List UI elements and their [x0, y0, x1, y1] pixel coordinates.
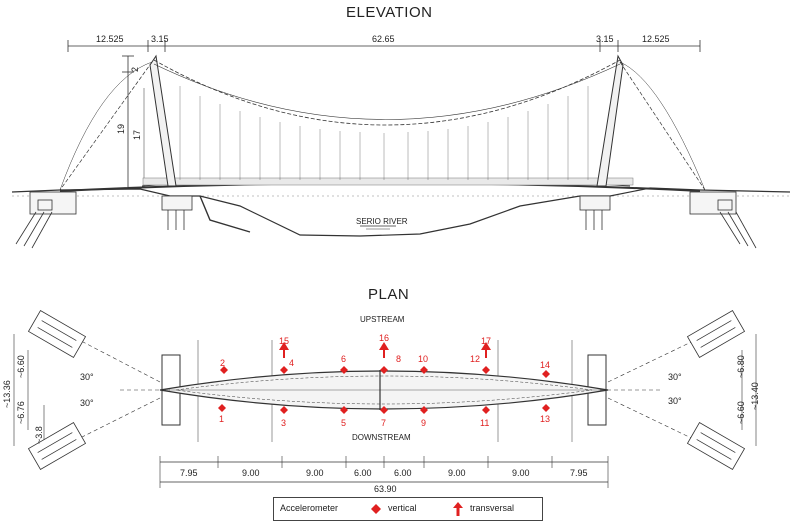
sensor-label-3: 3	[281, 418, 286, 428]
downstream-label: DOWNSTREAM	[352, 433, 411, 442]
dim-elev-5: 12.525	[642, 34, 670, 44]
sensor-7	[380, 406, 388, 414]
dim-plan-b3: 9.00	[306, 468, 324, 478]
dim-plan-left-4: ~3.8	[34, 426, 44, 444]
legend-title: Accelerometer	[280, 503, 339, 513]
sensor-label-2: 2	[220, 358, 225, 368]
sensor-4	[280, 366, 288, 374]
plan-view	[13, 310, 757, 488]
sensor-label-11: 11	[480, 418, 489, 428]
sensor-12	[482, 366, 490, 374]
legend-transversal-label: transversal	[470, 503, 515, 513]
plan-title: PLAN	[368, 286, 410, 303]
dim-elev-19: 19	[116, 124, 126, 134]
sensor-1	[218, 404, 226, 412]
sensor-8	[380, 366, 388, 374]
sensor-13	[542, 404, 550, 412]
dim-elev-2: 3.15	[151, 34, 169, 44]
sensor-label-13: 13	[540, 414, 550, 424]
sensor-2	[220, 366, 228, 374]
angle-2: 30°	[80, 398, 94, 408]
dim-plan-b4: 6.00	[354, 468, 372, 478]
sensor-6	[340, 366, 348, 374]
sensor-label-7: 7	[381, 418, 386, 428]
sensor-label-9: 9	[421, 418, 426, 428]
dim-plan-b2: 9.00	[242, 468, 260, 478]
sensor-label-16: 16	[379, 333, 389, 343]
dim-elev-2m: 2	[130, 67, 140, 72]
sensor-9	[420, 406, 428, 414]
legend-vertical-label: vertical	[388, 503, 417, 513]
sensor-16-arrow	[379, 342, 389, 358]
sensor-label-14: 14	[540, 360, 550, 370]
dim-elev-3: 62.65	[372, 34, 395, 44]
dim-plan-left-1: ~13.36	[2, 380, 12, 408]
dim-plan-b1: 7.95	[180, 468, 198, 478]
sensor-14	[542, 370, 550, 378]
sensor-label-5: 5	[341, 418, 346, 428]
sensor-label-4: 4	[289, 358, 294, 368]
dim-plan-b5: 6.00	[394, 468, 412, 478]
sensor-17-arrow	[481, 342, 491, 358]
dim-plan-right-1: ~6.80	[736, 355, 746, 378]
sensor-label-15: 15	[279, 336, 289, 346]
sensor-10	[420, 366, 428, 374]
sensor-label-10: 10	[418, 354, 428, 364]
elevation-title: ELEVATION	[346, 4, 433, 21]
river-label: SERIO RIVER	[356, 217, 408, 226]
sensor-label-6: 6	[341, 354, 346, 364]
dim-elev-4: 3.15	[596, 34, 614, 44]
angle-4: 30°	[668, 396, 682, 406]
transversal-sensors	[279, 342, 491, 358]
sensor-label-1: 1	[219, 414, 224, 424]
vertical-sensors	[218, 366, 550, 414]
dim-plan-b8: 7.95	[570, 468, 588, 478]
elevation-view	[11, 40, 791, 249]
dim-elev-17: 17	[132, 130, 142, 140]
upstream-label: UPSTREAM	[360, 315, 405, 324]
sensor-11	[482, 406, 490, 414]
dim-plan-left-3: ~6.76	[16, 401, 26, 424]
sensor-15-arrow	[279, 342, 289, 358]
sensor-label-12: 12	[470, 354, 480, 364]
sensor-5	[340, 406, 348, 414]
dim-plan-right-3: ~6.60	[736, 401, 746, 424]
legend-vertical-icon	[371, 504, 381, 514]
dim-plan-b7: 9.00	[512, 468, 530, 478]
sensor-label-8: 8	[396, 354, 401, 364]
angle-1: 30°	[80, 372, 94, 382]
sensor-label-17: 17	[481, 336, 491, 346]
dim-elev-1: 12.525	[96, 34, 124, 44]
legend: Accelerometer vertical transversal	[273, 497, 543, 521]
legend-transversal-icon	[453, 502, 463, 516]
dim-plan-total: 63.90	[374, 484, 397, 494]
dim-plan-right-2: ~13.40	[750, 382, 760, 410]
dim-plan-b6: 9.00	[448, 468, 466, 478]
angle-3: 30°	[668, 372, 682, 382]
dim-plan-left-2: ~6.60	[16, 355, 26, 378]
sensor-3	[280, 406, 288, 414]
